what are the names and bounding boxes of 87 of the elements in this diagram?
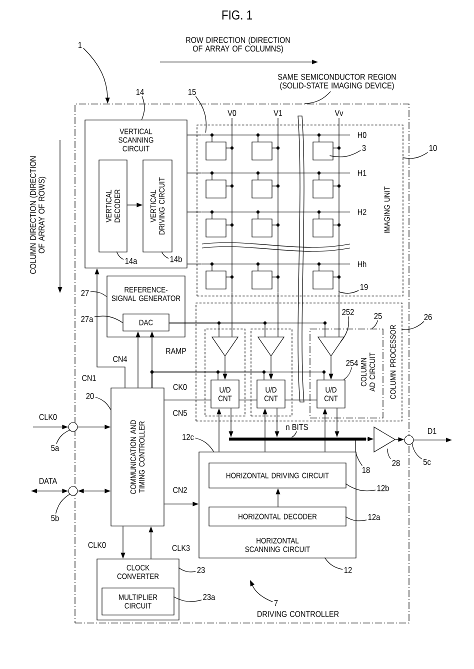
edge-label: CN5	[172, 409, 188, 417]
leader-line	[371, 320, 378, 329]
pixel-array-drawing	[202, 118, 350, 292]
reference-numeral: 3	[362, 144, 366, 152]
reference-numeral: 25	[374, 312, 382, 320]
reference-numeral: 23	[197, 566, 205, 574]
region-caption: SAME SEMICONDUCTOR REGION (SOLID-STATE IMAGING DEVICE)	[278, 74, 396, 90]
reference-numeral: 14	[136, 89, 144, 95]
edge-label: CLK0	[38, 413, 58, 421]
bus-label: n BITS	[286, 424, 308, 430]
dashed-region	[250, 328, 292, 416]
reference-numeral: 15	[188, 89, 196, 95]
reference-numeral: 252	[342, 308, 354, 316]
direction-label: ROW DIRECTION (DIRECTION OF ARRAY OF COLUMNS)	[186, 36, 290, 54]
line-label: Hh	[358, 260, 366, 268]
edge-label: CN4	[112, 355, 128, 363]
terminal-circle	[404, 435, 414, 445]
leader-line	[345, 516, 367, 522]
leader-line	[343, 367, 352, 380]
reference-numeral: 12a	[368, 514, 380, 520]
reference-numeral: 26	[424, 314, 432, 320]
reference-numeral: 5a	[51, 445, 60, 451]
reference-numeral: 20	[86, 392, 94, 400]
dashed-region	[204, 328, 246, 416]
leader-line	[95, 396, 111, 410]
leader-line	[329, 150, 361, 158]
reference-numeral: 5b	[51, 514, 59, 522]
reference-numeral: 27a	[81, 316, 94, 322]
terminal-circle	[68, 486, 78, 496]
reference-numeral: 254	[346, 360, 358, 366]
leader-line	[340, 316, 350, 342]
leader-line	[141, 96, 145, 120]
connector-line	[187, 134, 202, 136]
reference-numeral: 12	[344, 567, 352, 573]
leader-line	[412, 442, 422, 460]
line-label: H1	[358, 170, 366, 176]
leader-line	[194, 438, 214, 452]
leader-line	[94, 316, 123, 323]
region-label: DRIVING CONTROLLER	[258, 611, 339, 617]
reference-numeral: 1	[78, 42, 82, 48]
leader-line	[56, 430, 70, 444]
edge-label: CN2	[172, 486, 188, 494]
reference-numeral: 23a	[203, 594, 216, 600]
edge-label: DATA	[38, 477, 58, 485]
leader-line	[173, 596, 202, 602]
reference-numeral: 14b	[170, 256, 182, 262]
connector-line	[169, 321, 327, 337]
leader-line	[116, 251, 124, 260]
figure-title: FIG. 1	[222, 10, 252, 20]
line-label: H2	[358, 209, 366, 215]
terminal-circle	[68, 422, 78, 432]
direction-label: COLUMN DIRECTION (DIRECTION OF ARRAY OF ROWS)	[30, 156, 46, 274]
leader-line	[291, 431, 297, 438]
leader-line	[161, 251, 169, 259]
leader-line	[387, 448, 391, 460]
reference-numeral: 5c	[423, 459, 431, 465]
leader-line	[402, 152, 428, 159]
leader-line	[178, 567, 196, 572]
leader-line	[195, 96, 206, 133]
edge-label: CK0	[172, 383, 188, 391]
leader-line	[345, 483, 376, 492]
reference-numeral: 10	[429, 144, 437, 152]
reference-numeral: 12b	[377, 484, 389, 492]
leader-line	[355, 440, 362, 466]
connector-line	[150, 370, 326, 388]
reference-numeral: 18	[362, 466, 370, 474]
reference-numeral: 19	[360, 284, 368, 290]
region-outline	[74, 104, 410, 624]
edge-label: CLK0	[87, 541, 107, 549]
reference-numeral: 12c	[182, 434, 194, 440]
reference-numeral: 28	[392, 460, 400, 466]
connector-line	[187, 172, 202, 174]
leader-line	[324, 557, 343, 570]
connector-line	[338, 292, 340, 337]
edge-label: CLK3	[171, 544, 191, 552]
leader-line	[55, 494, 70, 514]
edge-label: CN1	[80, 374, 98, 382]
leader-line	[401, 321, 424, 330]
reference-numeral: 7	[274, 600, 278, 606]
edge-label: D1	[426, 427, 438, 435]
edge-label: RAMP	[164, 347, 188, 355]
reference-numeral: 14a	[125, 258, 138, 264]
leader-line	[338, 290, 359, 294]
reference-numeral: 27	[81, 290, 89, 296]
leader-line	[90, 291, 107, 297]
line-label: H0	[358, 132, 366, 138]
leader-line	[304, 91, 331, 104]
